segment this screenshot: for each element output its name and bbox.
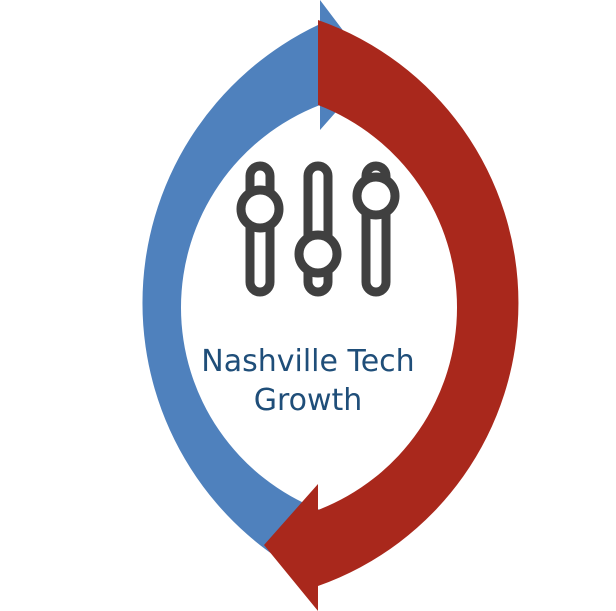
sliders-icon [236,161,400,297]
center-title-line1: Nashville Tech [201,344,415,379]
right-cycle-arrow [264,20,519,611]
left-cycle-arrow [142,0,373,582]
center-title-line2: Growth [253,383,363,418]
center-title: Nashville Tech Growth [168,342,448,420]
